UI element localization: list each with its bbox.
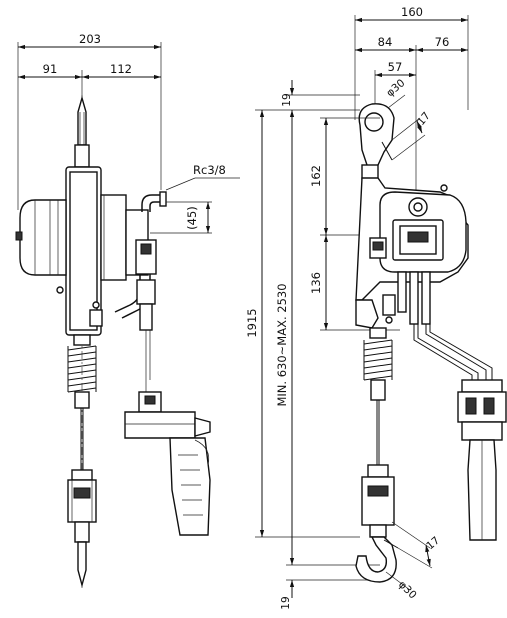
dim-17-top: 17: [415, 110, 433, 128]
top-hook: [358, 103, 395, 180]
spring-left: [67, 334, 97, 409]
thread-label: Rc3/8: [193, 163, 226, 177]
bottom-hook: [355, 524, 399, 583]
dim-84: 84: [378, 35, 393, 49]
spring-right: [363, 327, 393, 401]
dim-162: 162: [309, 165, 323, 187]
dim-19-top: 19: [281, 93, 293, 106]
dim-57: 57: [388, 60, 403, 74]
dim-19-bottom: 19: [280, 596, 292, 609]
right-view: 160 84 76 57 φ30 17 162 136: [309, 5, 507, 601]
dim-91: 91: [43, 62, 58, 76]
dim-160: 160: [401, 5, 423, 19]
dim-136: 136: [309, 272, 323, 294]
dim-203: 203: [79, 32, 101, 46]
dim-76: 76: [435, 35, 450, 49]
dim-1915: 1915: [245, 308, 259, 337]
air-gun-side: [457, 379, 507, 541]
dim-112: 112: [110, 62, 132, 76]
stroke-range: MIN. 630~MAX. 2530: [275, 283, 289, 406]
central-dimensions: 1915 MIN. 630~MAX. 2530 19 19: [245, 80, 380, 610]
left-view: 203 91 112 Rc3/8: [15, 32, 240, 590]
air-gun: [124, 380, 211, 536]
dim-45: (45): [185, 206, 199, 230]
